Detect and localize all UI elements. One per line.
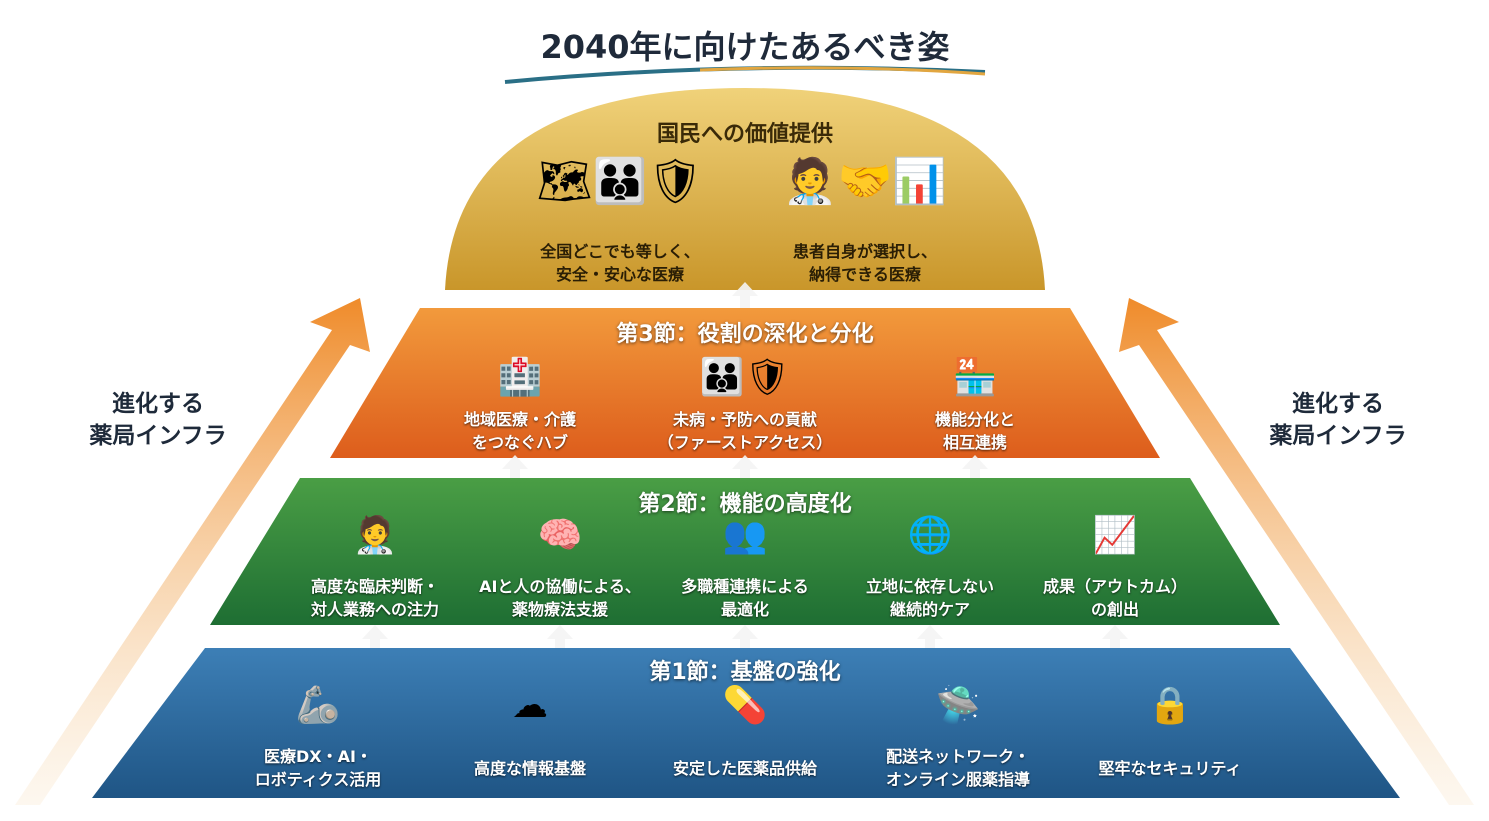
item-line1: 医療DX・AI・ [264,747,372,766]
up-arrow-icon [362,625,388,648]
dome-gold [445,88,1045,290]
item-line1: 高度な臨床判断・ [310,577,440,596]
item-line2: 対人業務への注力 [310,600,440,619]
layer2-title: 第2節：機能の高度化 [638,492,852,517]
item-line2: 安全・安心な医療 [555,265,684,284]
layer3-orange [330,308,1160,458]
team-icon: 👥 [722,515,768,556]
drone-tablet-icon: 🛸 [935,685,981,726]
robot-arm-icon: 🦾 [295,685,341,726]
item-line2: 最適化 [720,600,769,619]
layer1-item: 堅牢なセキュリティ [1098,757,1241,780]
layer2-item: 高度な臨床判断・対人業務への注力 [311,575,439,621]
title-underline-accent [699,66,986,76]
up-arrow-icon [917,625,943,648]
hospital-network-icon: 🏥 [497,357,543,398]
item-line1: 成果（アウトカム） [1042,577,1188,596]
family-shield-icon: 👪🛡 [699,357,791,398]
item-line1: 堅牢なセキュリティ [1098,759,1242,778]
item-line1: 立地に依存しない [865,577,995,596]
layer1-item: 安定した医薬品供給 [673,757,817,780]
side-label-line2: 薬局インフラ [89,423,227,449]
right-evolution-arrow [1119,298,1474,805]
item-line2: 薬物療法支援 [511,600,609,619]
left-side-label: 進化する薬局インフラ [89,388,226,452]
item-line2: 納得できる医療 [809,265,921,284]
lock-icon: 🔒 [1147,685,1193,726]
layer3-item: 機能分化と相互連携 [935,408,1015,454]
layer3-item: 未病・予防への貢献 （ファーストアクセス） [658,408,832,454]
layer3-title: 第3節：役割の深化と分化 [616,322,874,347]
item-line1: 全国どこでも等しく、 [540,242,700,261]
dome-item: 患者自身が選択し、納得できる医療 [793,240,937,286]
page-title: 2040年に向けたあるべき姿 [540,28,950,66]
item-line2: オンライン服薬指導 [885,770,1031,789]
layer1-title: 第1節：基盤の強化 [649,660,841,685]
item-line2: をつなぐハブ [471,433,569,452]
item-line2: ロボティクス活用 [254,770,382,789]
connector-arrows [362,282,1128,648]
item-line1: AIと人の協働による、 [479,577,641,596]
up-arrow-icon [732,625,758,648]
item-line2: 継続的ケア [889,600,971,619]
item-line1: 配送ネットワーク・ [886,747,1030,766]
cloud-database-icon: ☁ [512,685,548,726]
item-line1: 高度な情報基盤 [473,759,587,778]
right-side-label: 進化する薬局インフラ [1269,388,1406,452]
pharmacist-patient-icon: 🧑‍⚕️ [352,515,398,556]
trend-up-icon: 📈 [1092,515,1138,556]
layer2-item: 立地に依存しない継続的ケア [866,575,994,621]
globe-pin-icon: 🌐 [907,515,953,556]
layer1-blue [92,648,1400,798]
item-line1: 患者自身が選択し、 [792,242,938,261]
side-label-line1: 進化する [1292,391,1384,417]
item-line1: 多職種連携による [681,577,809,596]
up-arrow-icon [1102,625,1128,648]
pharmacy-network-icon: 🏪 [952,357,998,398]
item-line1: 安定した医薬品供給 [672,759,818,778]
layer3-item: 地域医療・介護をつなぐハブ [464,408,576,454]
pills-icon: 💊 [722,685,768,726]
left-evolution-arrow [15,298,370,805]
item-line1: 地域医療・介護 [463,410,577,429]
layer1-item: 高度な情報基盤 [474,757,586,780]
layer2-item: 成果（アウトカム） の創出 [1043,575,1187,621]
layer1-item: 配送ネットワーク・オンライン服薬指導 [886,745,1030,791]
side-label-line1: 進化する [112,391,204,417]
item-line2: （ファーストアクセス） [657,433,833,452]
item-line1: 未病・予防への貢献 [672,410,817,429]
ai-brain-icon: 🧠 [537,515,583,556]
layer2-green [210,478,1280,625]
doctor-patient-tablet-icon: 🧑‍⚕️🤝📊 [782,156,948,207]
map-family-shield-icon: 🗺👪🛡 [536,156,704,207]
up-arrow-icon [547,625,573,648]
item-line2: の創出 [1090,600,1140,619]
item-line1: 機能分化と [934,410,1016,429]
item-line2: 相互連携 [942,433,1008,452]
side-label-line2: 薬局インフラ [1269,423,1407,449]
dome-item: 全国どこでも等しく、安全・安心な医療 [540,240,700,286]
layer1-item: 医療DX・AI・ロボティクス活用 [255,745,382,791]
layer2-item: 多職種連携による最適化 [681,575,809,621]
dome-title: 国民への価値提供 [656,122,834,147]
layer2-item: AIと人の協働による、薬物療法支援 [479,575,641,621]
